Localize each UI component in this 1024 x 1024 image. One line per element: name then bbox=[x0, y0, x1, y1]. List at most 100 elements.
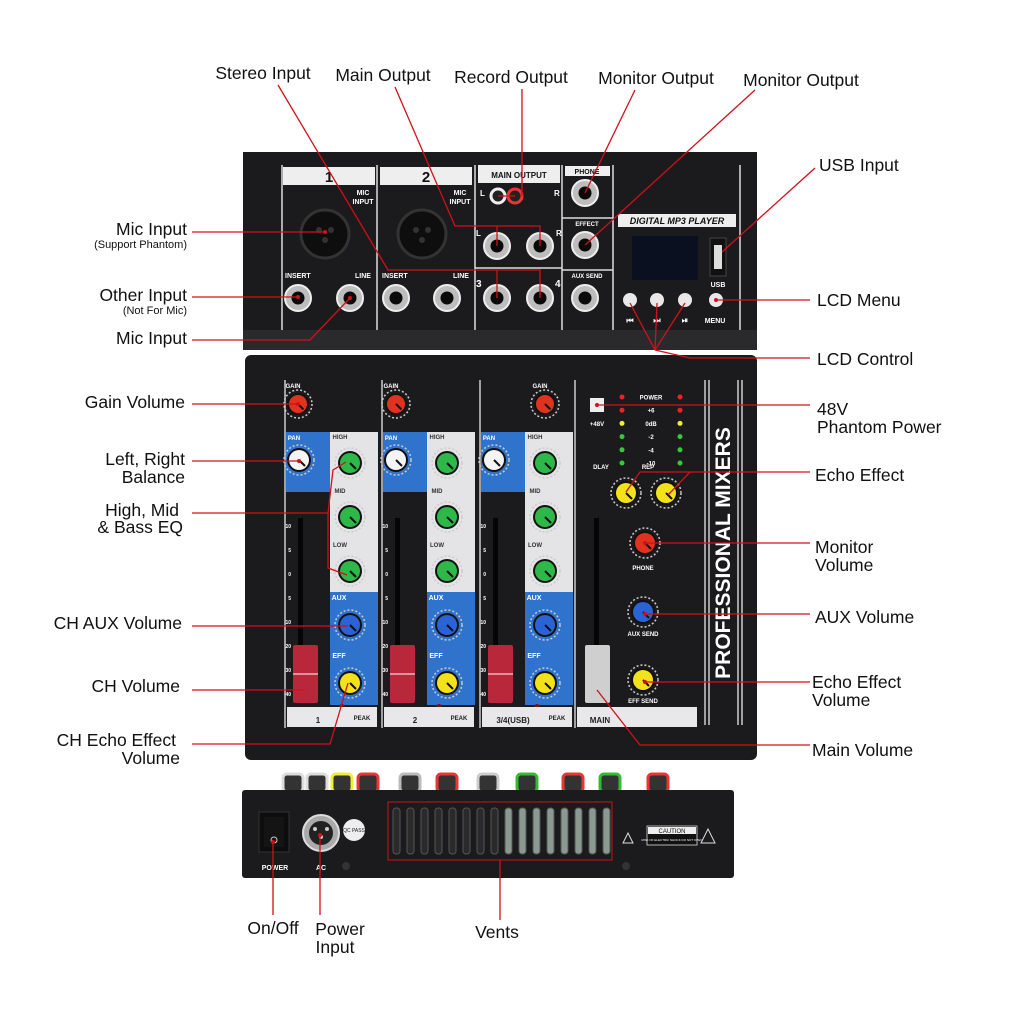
xlr-input-2[interactable] bbox=[396, 208, 448, 260]
aux-label: AUX bbox=[332, 595, 347, 602]
phone-label: PHONE bbox=[575, 169, 600, 176]
low-eq-knob[interactable] bbox=[334, 555, 366, 587]
echo-delay-knob[interactable] bbox=[610, 477, 642, 509]
callout-ch-echo-2: Volume bbox=[121, 748, 180, 768]
vent-slot bbox=[588, 807, 597, 855]
leader-dot bbox=[643, 612, 647, 616]
fader-scale-tick: 30 bbox=[382, 668, 388, 674]
high-eq-knob[interactable] bbox=[334, 447, 366, 479]
eff-knob[interactable] bbox=[529, 667, 561, 699]
callout-monitor-volume-2: Volume bbox=[815, 555, 874, 575]
fader-scale-tick: 30 bbox=[285, 668, 291, 674]
fader-scale-tick: 10 bbox=[285, 620, 291, 626]
next-button[interactable] bbox=[650, 293, 664, 307]
fader-scale-tick: 5 bbox=[483, 548, 486, 554]
low-eq-knob[interactable] bbox=[431, 555, 463, 587]
fader-scale-tick: 20 bbox=[382, 644, 388, 650]
aux-knob[interactable] bbox=[334, 609, 366, 641]
gain-knob[interactable] bbox=[381, 389, 411, 419]
callout-on-off: On/Off bbox=[247, 918, 299, 938]
callout-main-output: Main Output bbox=[335, 65, 431, 85]
fader-scale-tick: 5 bbox=[385, 548, 388, 554]
fader-scale-tick: 30 bbox=[480, 668, 486, 674]
pan-knob[interactable] bbox=[380, 444, 412, 476]
high-eq-knob[interactable] bbox=[529, 447, 561, 479]
vent-slot bbox=[392, 807, 401, 855]
callout-main-volume: Main Volume bbox=[812, 740, 914, 760]
eff-send-knob[interactable] bbox=[627, 664, 659, 696]
high-label: HIGH bbox=[430, 435, 445, 441]
vent-slot bbox=[546, 807, 555, 855]
power-switch[interactable] bbox=[264, 817, 284, 847]
input-3-label: 3 bbox=[476, 279, 482, 290]
aux-knob[interactable] bbox=[529, 609, 561, 641]
dlay-label: DLAY bbox=[593, 465, 609, 471]
level-led-label: -4 bbox=[648, 448, 654, 454]
input-4-label: 4 bbox=[555, 279, 561, 290]
mid-eq-knob[interactable] bbox=[431, 501, 463, 533]
leader-line bbox=[654, 302, 686, 351]
leader-line bbox=[192, 512, 348, 576]
eff-send-knob-label: EFF SEND bbox=[628, 699, 658, 705]
high-eq-knob[interactable] bbox=[431, 447, 463, 479]
next-icon: ⏭ bbox=[653, 316, 661, 325]
fader-scale-tick: 10 bbox=[382, 620, 388, 626]
usb-port[interactable] bbox=[714, 245, 722, 269]
callout-phantom-2: Phantom Power bbox=[817, 417, 942, 437]
leader-dot bbox=[714, 298, 718, 302]
callout-echo-volume-2: Volume bbox=[812, 690, 871, 710]
fader-track bbox=[395, 518, 400, 703]
rear-connector bbox=[515, 772, 539, 794]
fader-scale-tick: 40 bbox=[382, 692, 388, 698]
leader-line bbox=[654, 302, 658, 351]
gain-knob[interactable] bbox=[530, 389, 560, 419]
callout-phantom-1: 48V bbox=[817, 399, 849, 419]
leader-line bbox=[721, 167, 816, 253]
main-strip-label: MAIN bbox=[590, 716, 611, 725]
eff-knob[interactable] bbox=[431, 667, 463, 699]
vent-slot bbox=[406, 807, 415, 855]
fader-track bbox=[298, 518, 303, 703]
mid-eq-knob[interactable] bbox=[334, 501, 366, 533]
pan-label: PAN bbox=[483, 436, 495, 442]
plus48v-label: +48V bbox=[590, 422, 604, 428]
fader-scale-tick: 40 bbox=[480, 692, 486, 698]
eff-knob[interactable] bbox=[334, 667, 366, 699]
rear-connector bbox=[398, 772, 422, 794]
leader-dot bbox=[643, 541, 647, 545]
callout-echo-volume-1: Echo Effect bbox=[812, 672, 902, 692]
fader-scale-tick: 10 bbox=[480, 524, 486, 530]
callout-aux-volume: AUX Volume bbox=[815, 607, 915, 627]
vent-slot bbox=[602, 807, 611, 855]
fader-scale-tick: 0 bbox=[288, 572, 291, 578]
rep-label: REP bbox=[642, 465, 654, 471]
strip-label: 1 bbox=[316, 716, 321, 725]
callout-balance-2: Balance bbox=[121, 467, 185, 487]
aux-knob[interactable] bbox=[431, 609, 463, 641]
peak-label: PEAK bbox=[354, 716, 371, 722]
level-led-label: 0dB bbox=[645, 422, 657, 428]
play-pause-button[interactable] bbox=[678, 293, 692, 307]
mic-input-label-2b: INPUT bbox=[450, 199, 472, 206]
callout-power-input-1: Power bbox=[315, 919, 365, 939]
low-label: LOW bbox=[333, 543, 347, 549]
aux-send-knob[interactable] bbox=[627, 596, 659, 628]
fader-scale-tick: 10 bbox=[382, 524, 388, 530]
rear-connector bbox=[646, 772, 670, 794]
fader-scale-tick: 0 bbox=[385, 572, 388, 578]
eff-label: EFF bbox=[527, 653, 541, 660]
fader-scale-tick: 20 bbox=[480, 644, 486, 650]
prev-button[interactable] bbox=[623, 293, 637, 307]
level-led-left bbox=[619, 447, 625, 453]
pan-knob[interactable] bbox=[478, 444, 510, 476]
echo-repeat-knob[interactable] bbox=[650, 477, 682, 509]
main-fader[interactable] bbox=[585, 645, 610, 703]
rear-power-label: POWER bbox=[262, 865, 288, 872]
callout-balance-1: Left, Right bbox=[105, 449, 185, 469]
rear-connector bbox=[598, 772, 622, 794]
mid-eq-knob[interactable] bbox=[529, 501, 561, 533]
low-eq-knob[interactable] bbox=[529, 555, 561, 587]
fader-scale-tick: 5 bbox=[288, 596, 291, 602]
leader-dot bbox=[323, 230, 327, 234]
